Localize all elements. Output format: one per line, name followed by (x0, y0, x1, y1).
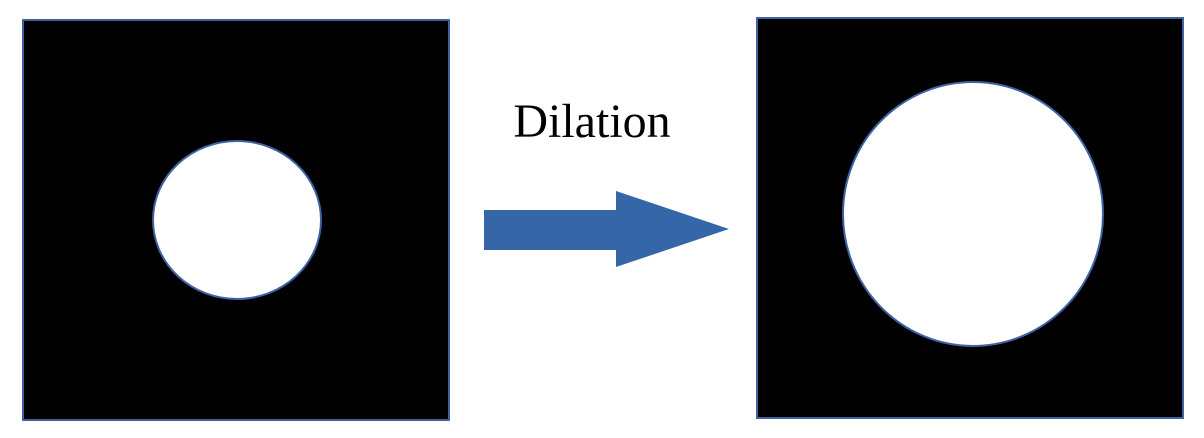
input-small-circle (152, 140, 322, 300)
right-arrow-icon (484, 191, 729, 267)
output-image-panel (756, 17, 1184, 419)
dilation-label: Dilation (513, 95, 671, 148)
output-large-circle (842, 81, 1104, 347)
input-image-panel (22, 19, 450, 421)
